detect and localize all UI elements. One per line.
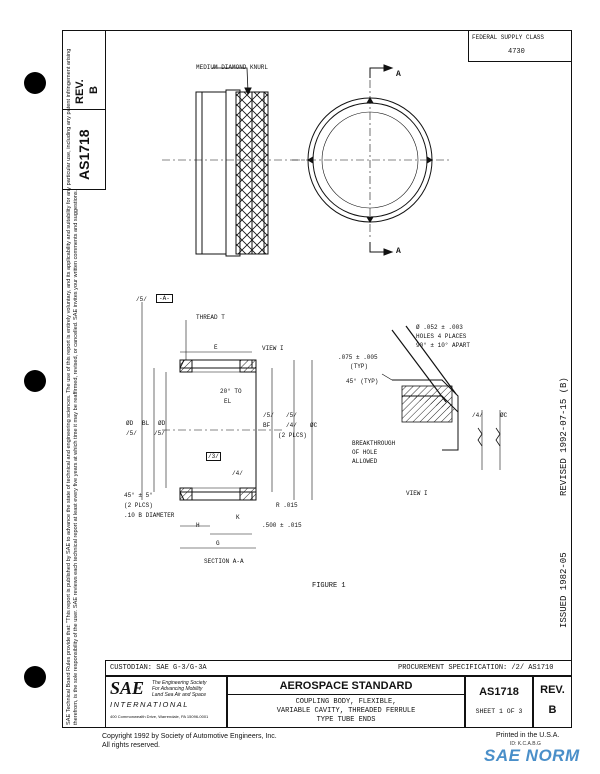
view-i-label: VIEW I: [262, 345, 284, 352]
rev-cell: [533, 676, 572, 728]
thread-label: THREAD T: [196, 314, 225, 321]
desc-line-3: TYPE TUBE ENDS: [316, 716, 376, 724]
printed-line: Printed in the U.S.A.: [496, 732, 560, 739]
dim-500: .500 ± .015: [262, 522, 302, 529]
section-arrow-a-bottom: A: [396, 247, 401, 256]
view-i-caption: VIEW I: [406, 490, 428, 497]
knurl-label: MEDIUM DIAMOND KNURL: [196, 64, 269, 71]
dim-5-e: /5/: [286, 412, 297, 419]
watermark-sub: ID: K.C.A.B.G: [510, 741, 541, 747]
dim-5-b: /5/: [126, 430, 137, 437]
federal-supply-class-box: [468, 30, 572, 62]
end-view: [292, 64, 452, 256]
angle-45-typ: 45° (TYP): [346, 378, 379, 385]
flag-4: /4/: [232, 470, 243, 477]
custodian-text: CUSTODIAN: SAE G-3/G-3A: [110, 664, 207, 672]
breakthrough-line2: OF HOLE: [352, 449, 378, 456]
dim-5-c: /5/: [154, 430, 165, 437]
standard-title: AEROSPACE STANDARD: [279, 680, 413, 692]
view-i-detail: [381, 325, 501, 470]
federal-supply-class-label: FEDERAL SUPPLY CLASS: [472, 34, 545, 41]
sae-address: 400 Commonwealth Drive, Warrendale, PA 1…: [110, 714, 209, 719]
oc-b: ØC: [500, 412, 508, 419]
title-cell: [227, 676, 465, 728]
rev-value-title: B: [548, 704, 557, 716]
h-label: H: [196, 522, 200, 529]
k-label: K: [236, 514, 240, 521]
r015: R .015: [276, 502, 298, 509]
typ-label: (TYP): [350, 363, 369, 370]
desc-line-1: COUPLING BODY, FLEXIBLE,: [295, 698, 397, 706]
angle-45-5: 45° ± 5°: [124, 492, 153, 499]
section-a-a: [141, 302, 313, 549]
rev-label-title: REV.: [540, 684, 565, 696]
sae-logo-cell: [105, 676, 227, 728]
copyright-line-2: All rights reserved.: [102, 742, 160, 749]
federal-supply-class-value: 4730: [508, 48, 525, 56]
sae-tagline-1: The Engineering Society: [152, 680, 207, 686]
sae-logo: SAE: [110, 678, 145, 698]
copyright-line-1: Copyright 1992 by Society of Automotive …: [102, 733, 277, 740]
oc-label: ØC: [310, 422, 318, 429]
rev-box: [62, 30, 106, 110]
od-label: ØD: [126, 420, 134, 427]
standard-title-rule: [227, 694, 465, 695]
procurement-text: PROCUREMENT SPECIFICATION: /2/ AS1710: [398, 664, 554, 672]
punch-hole: [24, 666, 46, 688]
section-arrow-a-top: A: [396, 70, 401, 79]
holes-places: HOLES 4 PLACES: [416, 333, 467, 340]
dim-4-b: /4/: [472, 412, 483, 419]
punch-hole: [24, 72, 46, 94]
bf-label: BF: [263, 422, 271, 429]
dim-5-d: /5/: [263, 412, 274, 419]
flag-3: /3/: [206, 452, 221, 461]
dim-5-a: /5/: [136, 296, 147, 303]
dim-075: .075 ± .005: [338, 354, 378, 361]
desc-line-2: VARIABLE CAVITY, THREADED FERRULE: [276, 707, 416, 715]
el-label: EL: [224, 398, 232, 405]
ed-label: ØD: [158, 420, 166, 427]
watermark-brand: SAE NORM: [484, 746, 580, 765]
b-diameter: .10 B DIAMETER: [124, 512, 175, 519]
side-view: [162, 67, 312, 257]
sae-tagline-2: For Advancing Mobility: [152, 686, 203, 692]
bl-label: BL: [142, 420, 150, 427]
angle-20: 20° TO: [220, 388, 242, 395]
two-plcs: (2 PLCS): [278, 432, 307, 439]
sae-international: INTERNATIONAL: [110, 700, 189, 709]
holes-apart: 90° ± 10° APART: [416, 342, 471, 349]
custodian-row: [105, 660, 572, 676]
breakthrough-line3: ALLOWED: [352, 458, 378, 465]
figure-caption: FIGURE 1: [312, 582, 346, 590]
punch-hole: [24, 370, 46, 392]
section-aa-caption: SECTION A-A: [204, 558, 244, 565]
two-plcs-b: (2 PLCS): [124, 502, 153, 509]
dim-4-a: /4/: [286, 422, 297, 429]
doc-number-cell: [465, 676, 533, 728]
sae-tagline-3: Land Sea Air and Space: [152, 692, 207, 698]
sheet-number: SHEET 1 OF 3: [475, 708, 523, 715]
e-label: E: [214, 344, 218, 351]
breakthrough-line1: BREAKTHROUGH: [352, 440, 396, 447]
g-label: G: [216, 540, 220, 547]
engineering-drawing: [141, 64, 501, 549]
datum-a: -A-: [156, 294, 173, 303]
hole-dia: Ø .052 ± .003: [416, 324, 463, 331]
doc-number-title: AS1718: [479, 686, 519, 698]
